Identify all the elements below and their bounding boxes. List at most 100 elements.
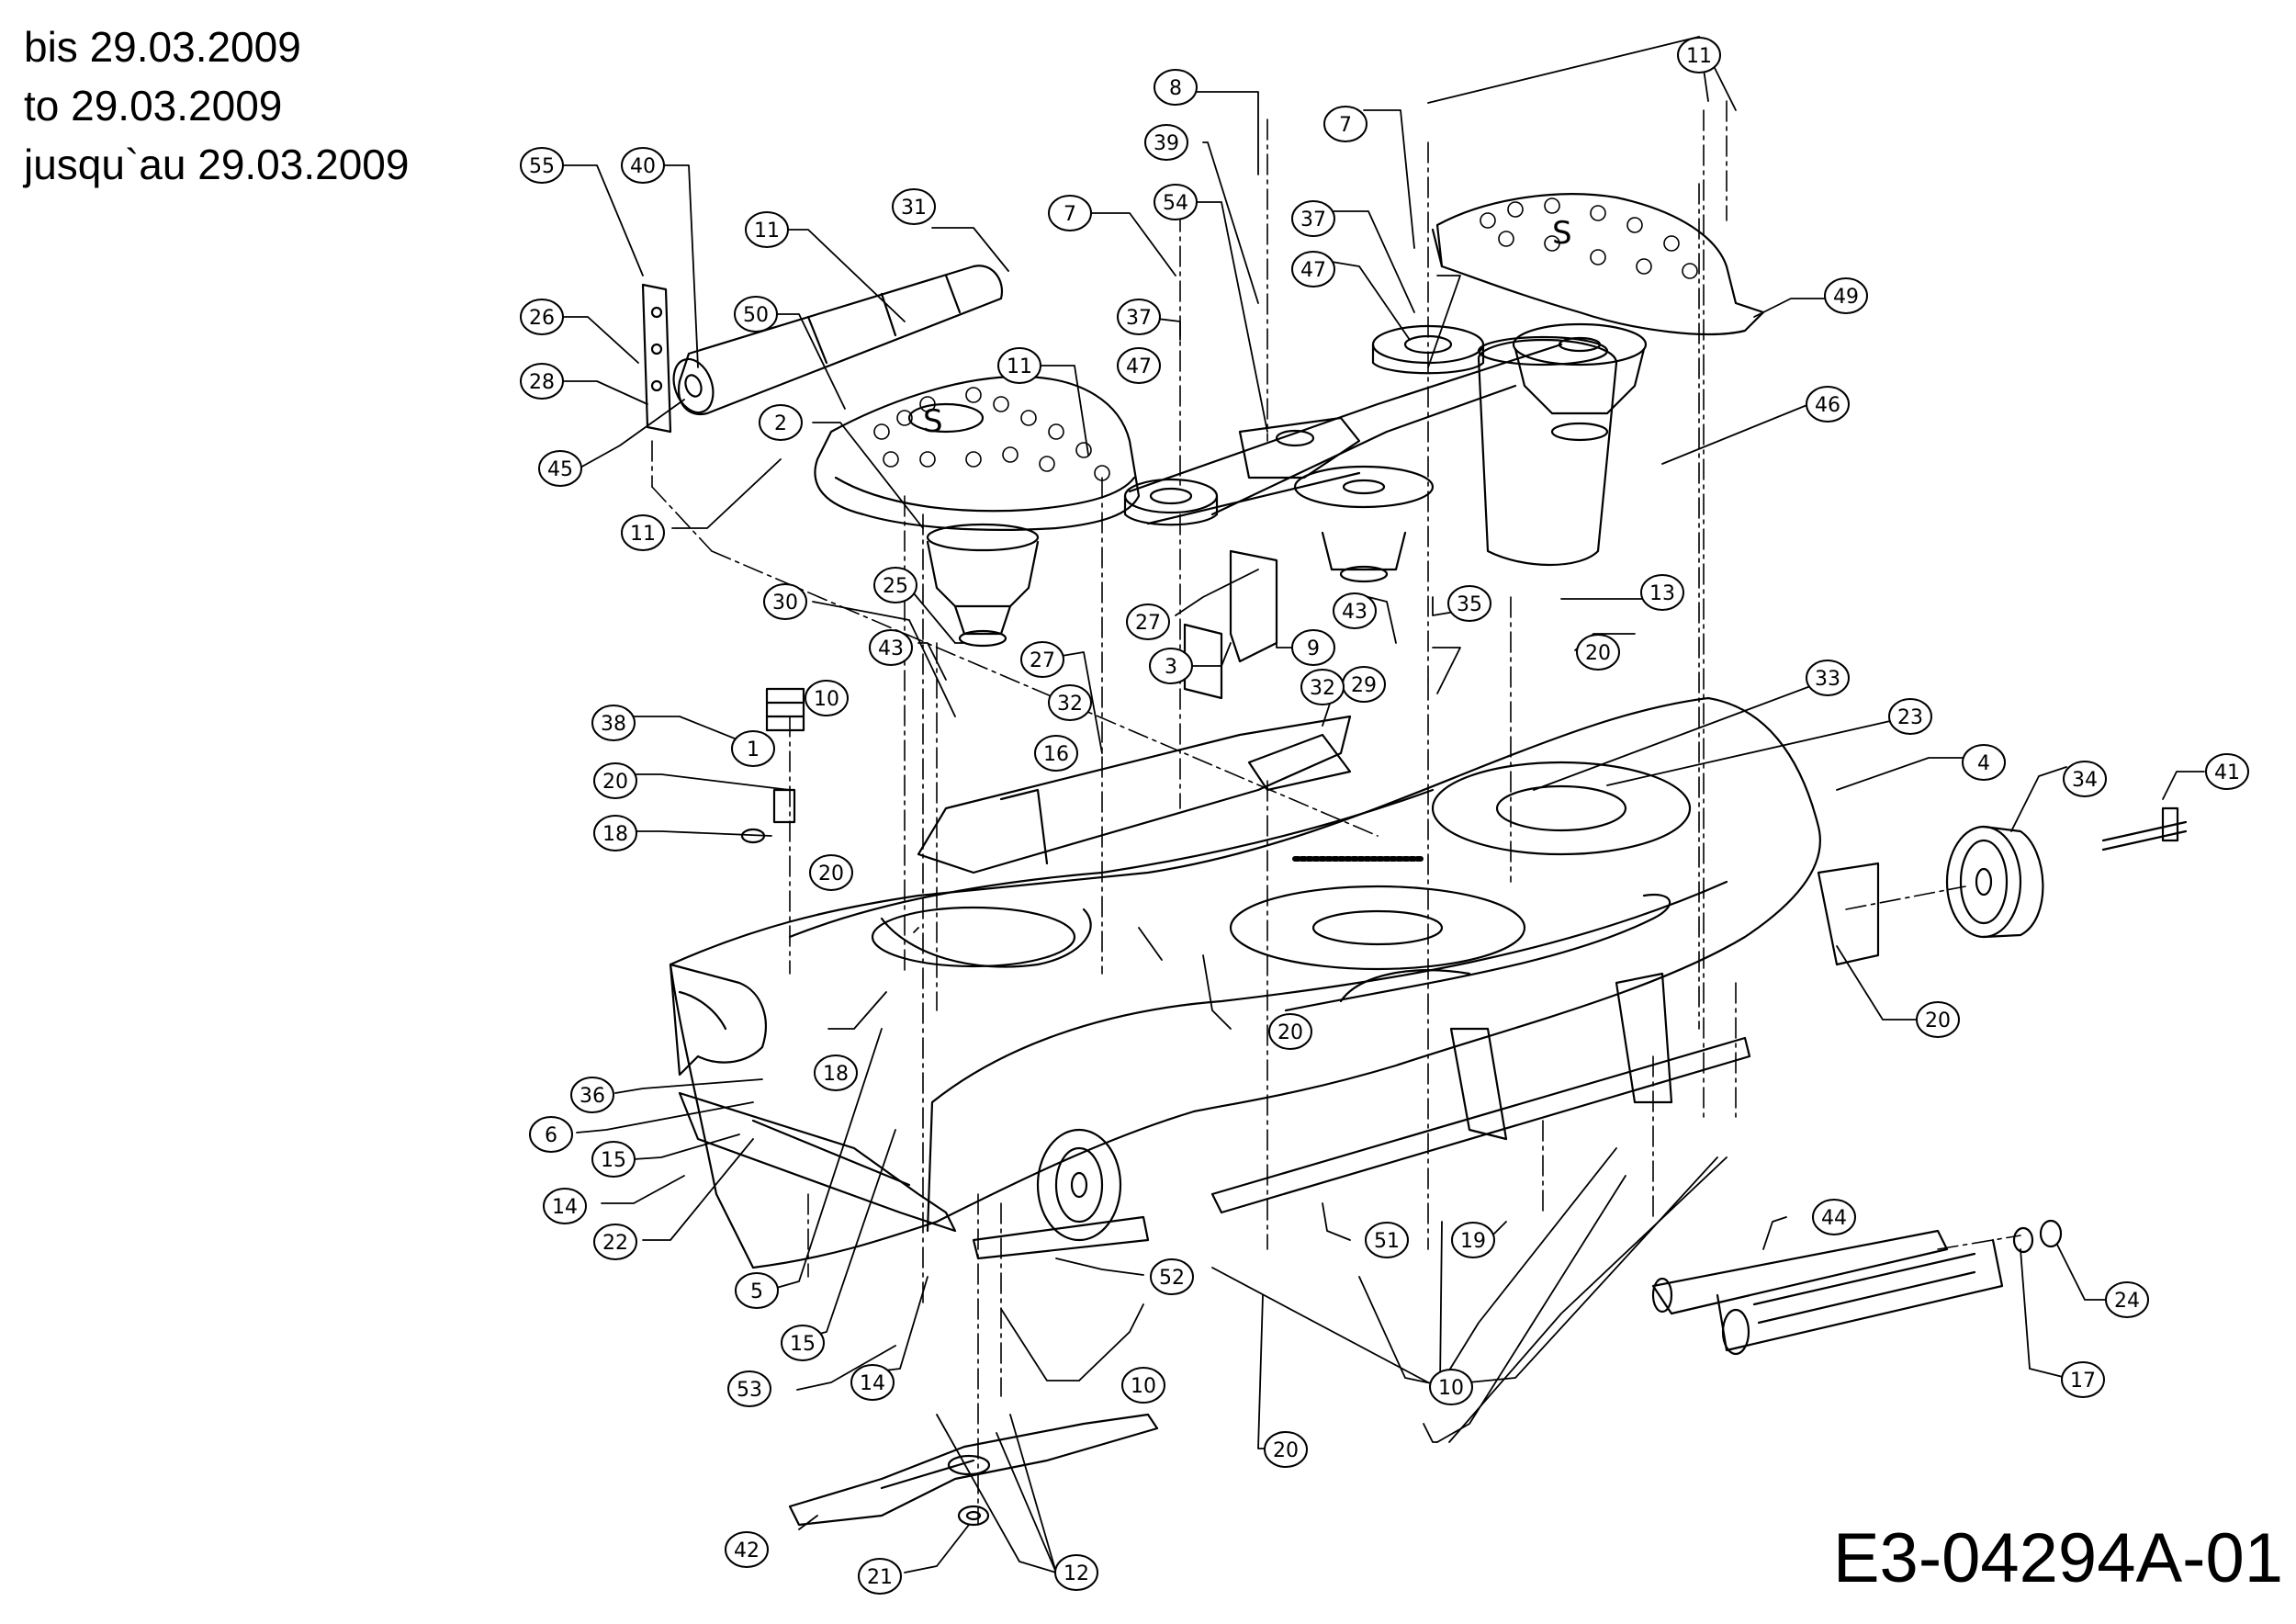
blade-nut [957,1505,990,1527]
callout-25-c25: 25 [873,567,917,603]
callout-bubble [1962,744,2006,781]
callout-number: 10 [1438,1377,1464,1400]
callout-number: 20 [1585,642,1611,665]
callout-30-c30: 30 [763,583,807,620]
callout-bubble [1451,1222,1495,1258]
callout-bubble [1365,1222,1409,1258]
callout-bubble [745,211,789,248]
callout-bubble [858,1558,902,1595]
callout-21-c21: 21 [858,1558,902,1595]
callout-number: 27 [1135,612,1161,635]
callout-number: 19 [1460,1230,1486,1253]
left-belt-cover: S [814,375,1141,531]
callout-23-c23: 23 [1888,698,1932,735]
callout-bubble [873,567,917,603]
callout-bubble [2061,1361,2105,1398]
callout-number: 20 [1925,1009,1951,1032]
callout-27-c27a: 27 [1020,641,1064,678]
callout-47-c47a: 47 [1117,347,1161,384]
callout-number: 30 [772,592,798,615]
callout-number: 11 [1686,45,1712,68]
callout-number: 21 [867,1566,893,1589]
callout-20-c20a: 20 [1576,634,1620,671]
discharge-chute [669,963,767,1077]
callout-number: 11 [630,523,656,546]
callout-bubble [1429,1369,1473,1405]
callout-number: 55 [529,155,555,178]
callout-16-c16: 16 [1034,735,1078,772]
idler-arm [1238,416,1361,479]
callout-24-c24: 24 [2105,1281,2149,1318]
callout-number: 54 [1163,192,1188,215]
cutting-blade [788,1413,1159,1527]
callout-11-c11b: 11 [997,347,1041,384]
callout-bubble [1034,735,1078,772]
callout-46-c46: 46 [1806,386,1850,423]
callout-bubble [1150,1258,1194,1295]
callout-18-c18b: 18 [814,1054,858,1091]
callout-number: 22 [602,1232,628,1255]
callout-number: 43 [878,637,904,660]
callout-41-c41: 41 [2205,753,2249,790]
callout-bubble [538,450,582,487]
callout-number: 15 [790,1333,816,1356]
callout-number: 43 [1342,601,1367,624]
callout-17-c17: 17 [2061,1361,2105,1398]
callout-7-c7b: 7 [1323,106,1367,142]
callout-bubble [1576,634,1620,671]
callout-20-c20c: 20 [809,854,853,891]
callout-number: 34 [2072,769,2098,792]
callout-bubble [731,730,775,767]
callout-1-c1: 1 [731,730,775,767]
callout-26-c26: 26 [520,299,564,335]
callout-51-c51: 51 [1365,1222,1409,1258]
callout-bubble [529,1116,573,1153]
callout-number: 53 [737,1379,762,1402]
callout-bubble [2205,753,2249,790]
callout-number: 38 [601,713,626,736]
callout-bubble [1447,585,1491,622]
callout-20-c20e: 20 [1916,1001,1960,1038]
callout-number: 15 [601,1149,626,1172]
callout-number: 52 [1159,1267,1185,1290]
validity-line-de: bis 29.03.2009 [24,23,301,71]
callout-number: 13 [1649,582,1675,605]
callout-number: 25 [883,575,908,598]
callout-28-c28: 28 [520,363,564,400]
callout-number: 27 [1030,649,1055,672]
callout-number: 5 [750,1280,763,1303]
callout-22-c22: 22 [593,1224,637,1260]
callout-bubble [2105,1281,2149,1318]
center-spindle-housing [1293,465,1435,583]
callout-number: 28 [529,371,555,394]
callout-number: 11 [754,220,780,242]
callout-number: 14 [552,1196,578,1219]
callout-number: 41 [2214,761,2240,784]
spindle-guard [1477,335,1618,567]
callout-number: 6 [545,1124,557,1147]
left-spindle-housing [926,523,1040,648]
callout-bubble [593,762,637,799]
callout-bubble [1824,277,1868,314]
callout-bubble [1268,1013,1312,1050]
callout-54-c54: 54 [1154,184,1198,220]
callout-number: 10 [814,688,839,711]
callout-37-c37a: 37 [1117,299,1161,335]
callout-32-c32b: 32 [1300,669,1345,705]
callout-44-c44: 44 [1812,1199,1856,1235]
callout-bubble [1149,648,1193,684]
callout-bubble [997,347,1041,384]
callout-bubble [869,629,913,666]
callout-number: 3 [1165,656,1177,679]
document-id: E3-04294A-01 [1832,1519,2283,1597]
callout-11-c11a: 11 [745,211,789,248]
callout-number: 47 [1126,355,1152,378]
wheel-bolt [2101,806,2188,851]
callout-number: 14 [860,1372,885,1395]
callout-10-c10b: 10 [1429,1369,1473,1405]
callout-number: 20 [1277,1021,1303,1044]
callout-bubble [1812,1199,1856,1235]
callout-number: 42 [734,1539,760,1562]
